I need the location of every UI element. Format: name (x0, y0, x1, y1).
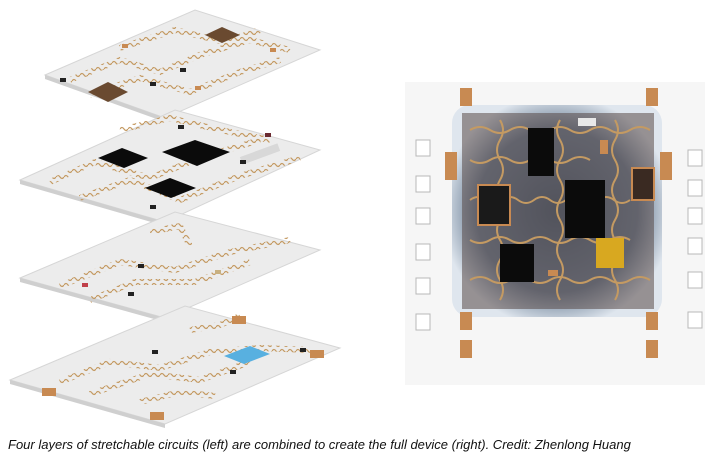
device-component-yellow (596, 238, 624, 268)
device-chip-5 (631, 167, 655, 201)
chip-a (98, 148, 148, 168)
layer-4 (8, 305, 342, 428)
device-chip-1 (528, 128, 554, 176)
layer-stack (8, 9, 342, 428)
layer-1 (43, 9, 322, 122)
device-chip-3 (477, 184, 511, 226)
figure-caption: Four layers of stretchable circuits (lef… (8, 437, 631, 452)
chip-b (162, 140, 230, 166)
device-side-contacts (415, 139, 703, 331)
layer-2 (18, 109, 322, 226)
antenna (224, 346, 270, 364)
device-chip-4 (500, 244, 534, 282)
layer-3 (18, 211, 322, 322)
device-pads (445, 88, 672, 358)
device-photo (405, 82, 705, 385)
chip-c (145, 178, 196, 198)
device-chip-2 (565, 180, 605, 238)
